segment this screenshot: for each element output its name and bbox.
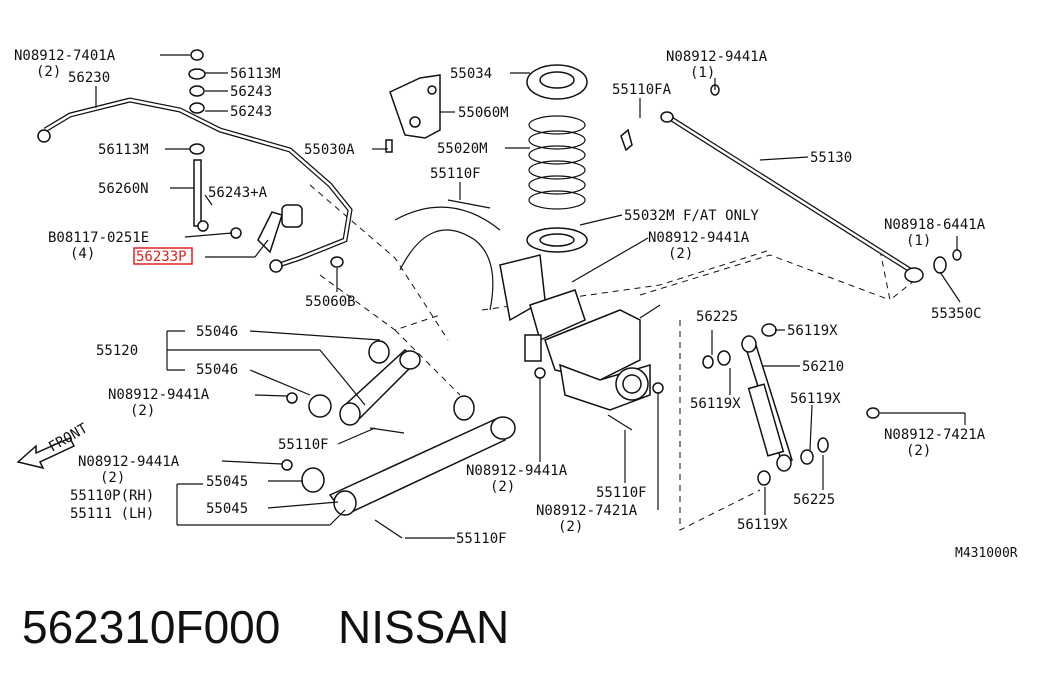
label-56210[interactable]: 56210	[802, 359, 844, 375]
label-55046[interactable]: 55046	[196, 362, 238, 378]
label-qty: (2)	[558, 519, 583, 535]
label-n-08912-9441A[interactable]: N08912-9441A	[648, 230, 750, 246]
label-56233P[interactable]: 56233P	[136, 249, 187, 265]
label-qty: (2)	[490, 479, 515, 495]
label-55350C[interactable]: 55350C	[931, 306, 982, 322]
upper-link	[286, 340, 421, 434]
label-56113M[interactable]: 56113M	[98, 142, 149, 158]
lateral-rod	[620, 84, 962, 283]
label-n-08912-9441A[interactable]: N08912-9441A	[78, 454, 180, 470]
bracket-55060M	[385, 74, 441, 153]
label-55032M[interactable]: 55032M F/AT ONLY	[624, 208, 759, 224]
label-n-08912-7421A[interactable]: N08912-7421A	[536, 503, 638, 519]
label-55060B[interactable]: 55060B	[305, 294, 356, 310]
label-qty: (2)	[100, 470, 125, 486]
label-56225[interactable]: 56225	[793, 492, 835, 508]
label-56230[interactable]: 56230	[68, 70, 110, 86]
label-55110FA[interactable]: 55110FA	[612, 82, 672, 98]
label-55046[interactable]: 55046	[196, 324, 238, 340]
label-55045[interactable]: 55045	[206, 474, 248, 490]
label-55120[interactable]: 55120	[96, 343, 138, 359]
label-qty: (1)	[690, 65, 715, 81]
label-55111[interactable]: 55111 (LH)	[70, 506, 154, 522]
label-55110F[interactable]: 55110F	[430, 166, 481, 182]
label-55034[interactable]: 55034	[450, 66, 492, 82]
diagram-ref-code: M431000R	[955, 546, 1018, 561]
label-56225[interactable]: 56225	[696, 309, 738, 325]
label-55130[interactable]: 55130	[810, 150, 852, 166]
label-55110F[interactable]: 55110F	[456, 531, 507, 547]
stabilizer-bar	[37, 97, 353, 273]
label-n-08912-9441A[interactable]: N08912-9441A	[466, 463, 568, 479]
label-56243[interactable]: 56243	[230, 104, 272, 120]
label-qty: (2)	[130, 403, 155, 419]
label-56119X[interactable]: 56119X	[690, 396, 741, 412]
label-n-08912-7401A[interactable]: N08912-7401A	[14, 48, 116, 64]
label-56119X[interactable]: 56119X	[737, 517, 788, 533]
lower-link	[281, 395, 633, 539]
label-56119X[interactable]: 56119X	[790, 391, 841, 407]
label-qty: (2)	[668, 246, 693, 262]
label-55110P[interactable]: 55110P(RH)	[70, 488, 154, 504]
label-56113M[interactable]: 56113M	[230, 66, 281, 82]
footer-brand: NISSAN	[338, 601, 510, 653]
label-55110F[interactable]: 55110F	[596, 485, 647, 501]
label-55045[interactable]: 55045	[206, 501, 248, 517]
leader-lines	[95, 54, 966, 539]
label-qty: (2)	[906, 443, 931, 459]
label-56260N[interactable]: 56260N	[98, 181, 149, 197]
label-n-08912-7421A[interactable]: N08912-7421A	[884, 427, 986, 443]
front-arrow-icon	[16, 437, 76, 470]
label-n-08912-9441A[interactable]: N08912-9441A	[666, 49, 768, 65]
label-55060M[interactable]: 55060M	[458, 105, 509, 121]
part-labels: N08912-7401A (2) 56230 56113M 56243 5624…	[14, 48, 1018, 561]
label-56243[interactable]: 56243	[230, 84, 272, 100]
label-b-08117-0251E[interactable]: B08117-0251E	[48, 230, 149, 246]
label-55020M[interactable]: 55020M	[437, 141, 488, 157]
label-56119X[interactable]: 56119X	[787, 323, 838, 339]
label-qty: (1)	[906, 233, 931, 249]
stabilizer-small-parts	[188, 49, 344, 268]
highlight-box	[133, 247, 193, 265]
footer-part-number: 562310F000	[22, 601, 281, 653]
label-56243A[interactable]: 56243+A	[208, 185, 268, 201]
label-n-08918-6441A[interactable]: N08918-6441A	[884, 217, 986, 233]
shock-absorber	[702, 323, 880, 486]
front-label: FRONT	[46, 420, 91, 455]
label-qty: (4)	[70, 246, 95, 262]
label-qty: (2)	[36, 64, 61, 80]
label-n-08912-9441A[interactable]: N08912-9441A	[108, 387, 210, 403]
coil-spring	[526, 64, 588, 253]
label-55030A[interactable]: 55030A	[304, 142, 355, 158]
axle-housing	[394, 206, 664, 411]
label-55110F[interactable]: 55110F	[278, 437, 329, 453]
